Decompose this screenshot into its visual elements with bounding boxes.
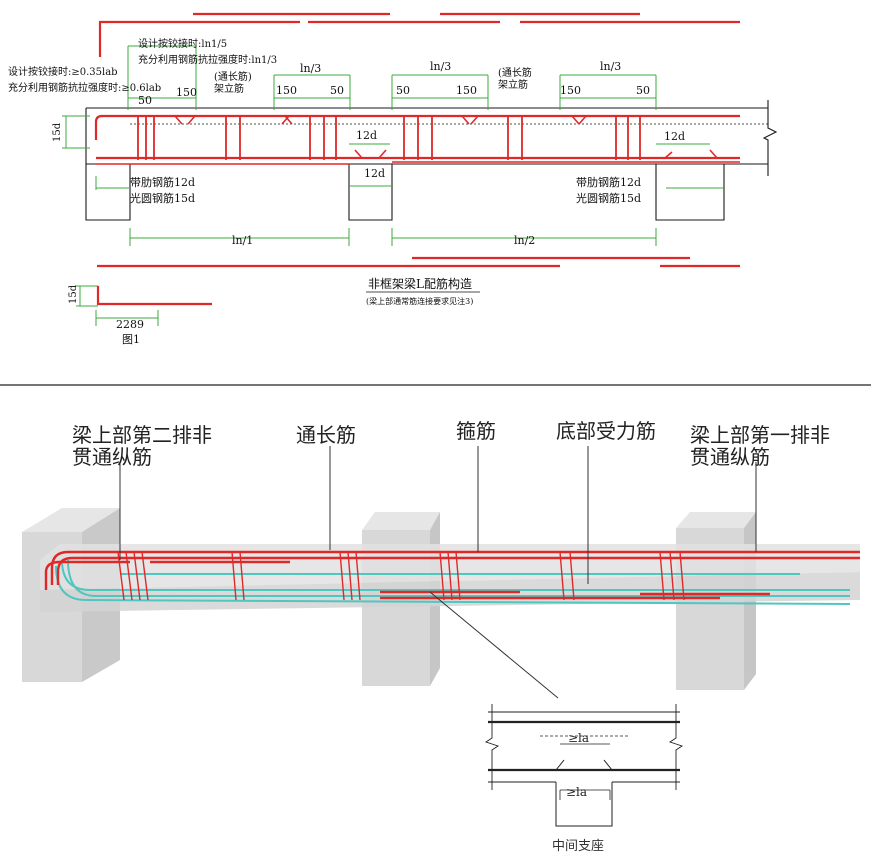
- note-full-strength: 充分利用钢筋抗拉强度时:≥0.6lab: [8, 81, 161, 94]
- through-bar-label-2a: (通长筋: [498, 66, 532, 79]
- note-span-full: 充分利用钢筋抗拉强度时:ln1/3: [138, 53, 277, 66]
- dim-150-c: 150: [456, 84, 477, 97]
- dim-150-a: 150: [176, 86, 197, 99]
- label-stirrup: 箍筋: [456, 419, 496, 443]
- plain-bar-right: 光圆钢筋15d: [576, 191, 641, 205]
- through-bar-label-2b: 架立筋: [498, 78, 528, 91]
- label-upper-first-row-1: 梁上部第一排非: [690, 423, 830, 447]
- dim-15d-left: 15d: [52, 122, 63, 142]
- through-bar-label-1a: (通长筋): [214, 70, 252, 83]
- dim-12d-bottom: 12d: [364, 167, 385, 180]
- dim-50-d: 50: [636, 84, 650, 97]
- dim-150-d: 150: [560, 84, 581, 97]
- middle-support-detail: [484, 704, 684, 827]
- label-through-bar: 通长筋: [296, 423, 356, 447]
- label-bottom-bar: 底部受力筋: [556, 419, 656, 443]
- dim-12d-top: 12d: [356, 129, 377, 142]
- note-span-hinge: 设计按铰接时:ln1/5: [138, 37, 227, 50]
- detail-caption: 中间支座: [552, 839, 604, 854]
- dim-ln1: ln/1: [232, 234, 253, 247]
- dim-12d-right: 12d: [664, 130, 685, 143]
- stirrups-3d: [117, 551, 685, 601]
- lap-ticks: [174, 115, 718, 159]
- bottom-drawing: 梁上部第二排非 贯通纵筋 通长筋 箍筋 底部受力筋 梁上部第一排非 贯通纵筋: [22, 419, 860, 854]
- drawing-title: 非框架梁L配筋构造: [368, 276, 472, 291]
- dim-150-b: 150: [276, 84, 297, 97]
- dim-50-b: 50: [330, 84, 344, 97]
- through-bar-label-1b: 架立筋: [214, 82, 244, 95]
- top-rebar-lengths: [98, 12, 740, 57]
- dim-ln3-b: ln/3: [430, 60, 451, 73]
- plain-bar-left: 光圆钢筋15d: [130, 191, 195, 205]
- dim-15d-figure: 15d: [68, 284, 79, 304]
- dim-2289: 2289: [116, 318, 144, 331]
- top-drawing: 设计按铰接时:ln1/5 充分利用钢筋抗拉强度时:ln1/3 设计按铰接时:≥0…: [8, 12, 778, 346]
- label-upper-second-row-1: 梁上部第二排非: [72, 423, 212, 447]
- dim-ln3-c: ln/3: [600, 60, 621, 73]
- dim-ln2: ln/2: [514, 234, 535, 247]
- stirrups: [137, 116, 641, 160]
- label-upper-second-row-2: 贯通纵筋: [72, 445, 152, 469]
- dimension-lines: [62, 45, 724, 326]
- drawing-subtitle: (梁上部通常筋连接要求见注3): [366, 296, 473, 306]
- figure-label: 图1: [122, 333, 140, 346]
- ribbed-bar-right: 带肋钢筋12d: [576, 175, 641, 189]
- detail-la-top: ≥la: [568, 731, 589, 745]
- dim-ln3-a: ln/3: [300, 62, 321, 75]
- note-hinge-design: 设计按铰接时:≥0.35lab: [8, 65, 118, 78]
- leader-lines: [119, 446, 757, 699]
- dim-50-c: 50: [396, 84, 410, 97]
- bottom-rebar-lengths: [96, 256, 740, 306]
- label-upper-first-row-2: 贯通纵筋: [690, 445, 770, 469]
- dim-50-a: 50: [138, 94, 152, 107]
- ribbed-bar-left: 带肋钢筋12d: [130, 175, 195, 189]
- detail-la-bottom: ≥la: [566, 785, 587, 799]
